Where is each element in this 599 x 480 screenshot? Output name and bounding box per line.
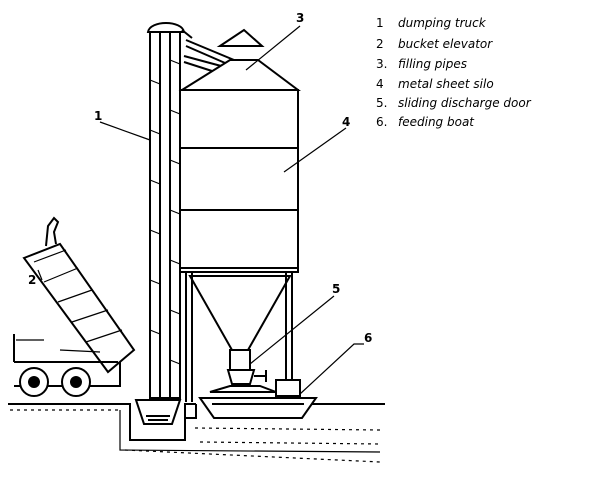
silo-body	[179, 89, 299, 273]
soil-hatching	[10, 409, 381, 463]
legend-item-6: 6. feeding boat	[376, 115, 475, 129]
legend-number: 2	[376, 37, 384, 51]
legend-text: sliding discharge door	[398, 96, 532, 110]
callout-6: 6	[364, 331, 372, 345]
legend: 1 dumping truck 2 bucket elevator 3. fil…	[376, 16, 532, 129]
pit-step	[185, 404, 197, 419]
feeding-boat	[198, 379, 318, 419]
leader-1	[99, 121, 151, 141]
legend-number: 4	[376, 77, 384, 91]
boat-motor	[275, 379, 301, 397]
discharge-chute	[229, 349, 251, 371]
legend-item-3: 3. filling pipes	[376, 57, 467, 71]
legend-text: feeding boat	[398, 115, 475, 129]
elevator-legs	[159, 30, 171, 398]
legend-number: 6.	[376, 115, 387, 129]
sliding-discharge-door	[226, 369, 267, 385]
leader-4	[283, 127, 347, 173]
bucket-elevator	[134, 22, 193, 425]
elevator-casing	[149, 29, 181, 399]
ground	[8, 403, 385, 463]
tipping-bed	[22, 242, 136, 374]
legend-number: 5.	[376, 96, 387, 110]
silo-support-legs	[185, 272, 293, 402]
legend-item-5: 5. sliding discharge door	[376, 96, 532, 110]
tailgate	[45, 216, 60, 247]
callout-4: 4	[342, 115, 350, 129]
bed-ribs	[33, 249, 123, 343]
boot-hopper	[146, 415, 170, 421]
elevator-head	[146, 22, 186, 33]
frame-rail	[16, 339, 101, 353]
pit-outline	[119, 410, 381, 453]
elevator-buckets	[149, 59, 181, 365]
silo-hopper	[188, 275, 292, 351]
callout-2: 2	[28, 273, 36, 287]
boat-hopper	[209, 385, 277, 393]
callout-5: 5	[332, 282, 340, 296]
ground-line-left	[8, 403, 196, 441]
legend-text: metal sheet silo	[398, 77, 494, 91]
chassis	[13, 334, 121, 387]
callout-leaders	[37, 25, 364, 395]
leader-6	[299, 343, 364, 395]
head-spout	[181, 29, 193, 39]
door-handle	[254, 370, 267, 382]
wheel-hub	[28, 376, 40, 388]
legend-item-4: 4 metal sheet silo	[376, 77, 494, 91]
callouts: 1 2 3 4 5 6	[28, 11, 372, 345]
callout-3: 3	[296, 11, 304, 25]
legend-item-2: 2 bucket elevator	[376, 37, 493, 51]
metal-sheet-silo	[178, 28, 301, 402]
boat-hull	[198, 397, 318, 419]
legend-item-1: 1 dumping truck	[376, 16, 487, 30]
wheel-hub	[70, 376, 82, 388]
legend-text: filling pipes	[398, 57, 467, 71]
dumping-truck	[13, 216, 136, 397]
legend-number: 3.	[376, 57, 387, 71]
leader-5	[249, 295, 335, 365]
legend-text: bucket elevator	[398, 37, 493, 51]
roof-cap	[216, 28, 265, 47]
leader-3	[245, 25, 301, 71]
leader-2	[37, 269, 43, 281]
legend-number: 1	[376, 16, 384, 30]
silo-rings	[180, 147, 298, 211]
silo-roof	[178, 59, 301, 91]
callout-1: 1	[94, 109, 102, 123]
discharge-door	[226, 369, 256, 385]
legend-text: dumping truck	[398, 16, 487, 30]
elevator-boot	[134, 399, 182, 425]
